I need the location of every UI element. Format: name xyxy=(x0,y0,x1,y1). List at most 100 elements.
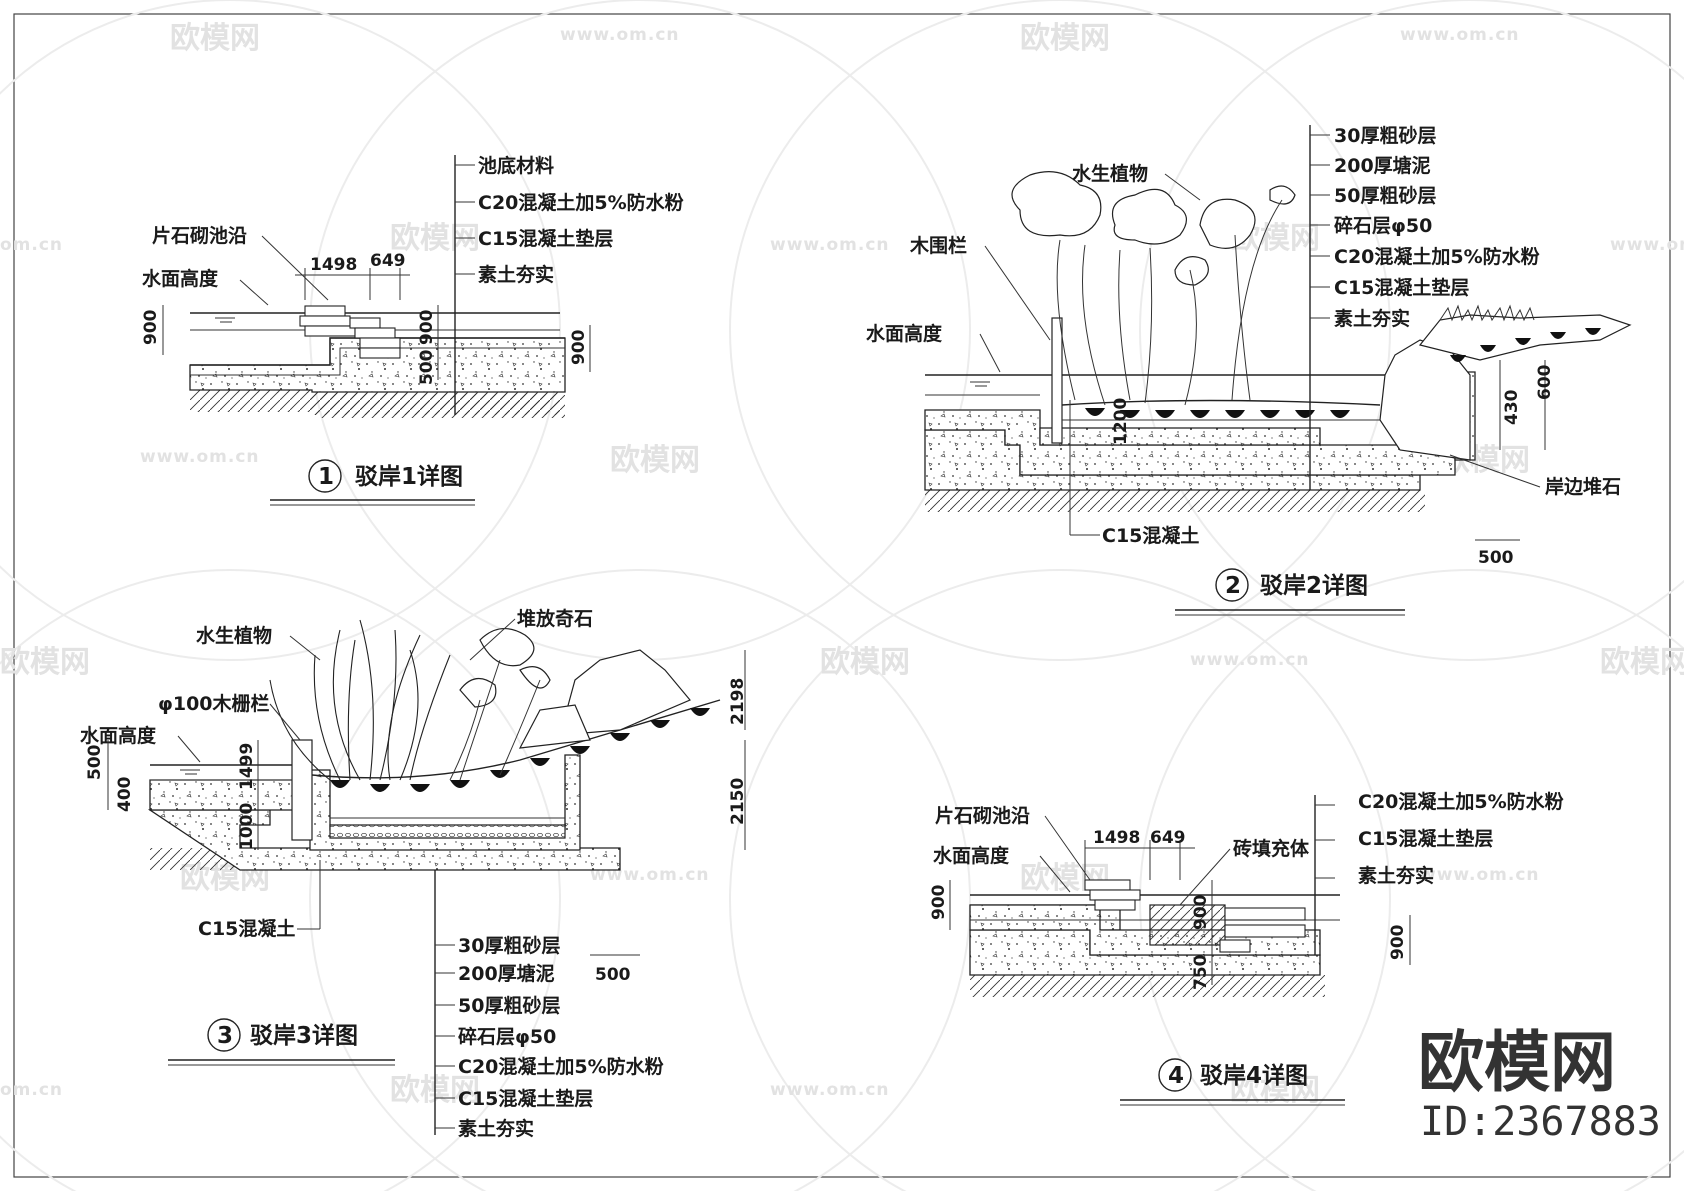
dim-1200: 1200 xyxy=(1111,398,1131,445)
label-sand-30: 30厚粗砂层 xyxy=(1334,124,1436,147)
label-wood-fence: φ100木栅栏 xyxy=(158,692,270,715)
watermark-url: om.cn xyxy=(0,1080,63,1100)
label-stone-edge: 片石砌池沿 xyxy=(935,804,1030,827)
dim-600: 600 xyxy=(1535,364,1555,400)
title-number: 4 xyxy=(1168,1063,1184,1089)
label-c20: C20混凝土加5%防水粉 xyxy=(458,1055,664,1078)
dim-400: 400 xyxy=(115,776,135,812)
brand-logo: 欧模网 ID:2367883 xyxy=(1418,1024,1661,1145)
watermark-url: www.om.cn xyxy=(1190,650,1310,670)
watermark-url: www.om.cn xyxy=(1400,25,1520,45)
label-gravel: 碎石层φ50 xyxy=(1334,214,1432,237)
dim-2198: 2198 xyxy=(728,678,748,725)
detail-title: 驳岸3详图 xyxy=(250,1022,358,1049)
label-sand-50: 50厚粗砂层 xyxy=(1334,184,1436,207)
label-c15: C15混凝土垫层 xyxy=(1334,276,1469,299)
label-c15-concrete: C15混凝土 xyxy=(1102,524,1199,547)
label-gravel: 碎石层φ50 xyxy=(458,1025,556,1048)
watermark-brand: 欧模网 xyxy=(820,645,910,680)
watermark-brand: 欧模网 xyxy=(170,21,260,56)
bank-scallops xyxy=(1450,328,1601,362)
mud-scallops xyxy=(1085,408,1350,418)
detail-title: 驳岸1详图 xyxy=(355,463,463,490)
dim-900-mid: 900 xyxy=(1191,894,1211,930)
label-c15: C15混凝土垫层 xyxy=(1358,827,1493,850)
label-c20: C20混凝土加5%防水粉 xyxy=(1334,245,1540,268)
lotus-leaves xyxy=(449,628,551,781)
watermark-url: www.om.cn xyxy=(1610,235,1684,255)
label-c15: C15混凝土垫层 xyxy=(458,1087,593,1110)
slope-scallops xyxy=(330,708,710,792)
label-c15-concrete: C15混凝土 xyxy=(198,917,295,940)
dim-750: 750 xyxy=(1191,954,1211,990)
dim-900-right: 900 xyxy=(1388,924,1408,960)
dim-500: 500 xyxy=(85,744,105,780)
watermark-brand: 欧模网 xyxy=(1600,645,1684,680)
dim-900-mid: 900 xyxy=(417,309,437,345)
label-mud-200: 200厚塘泥 xyxy=(1334,154,1431,177)
dim-900-right: 900 xyxy=(569,329,589,365)
detail-4: C20混凝土加5%防水粉 C15混凝土垫层 素土夯实 片石砌池沿 水面高度 砖填… xyxy=(929,790,1564,1106)
dim-1499: 1499 xyxy=(237,743,257,790)
label-water-level: 水面高度 xyxy=(142,267,219,290)
dim-1000: 1000 xyxy=(237,803,257,850)
dim-649: 649 xyxy=(370,251,406,271)
watermark-url: www.om.cn xyxy=(560,25,680,45)
detail-title: 驳岸4详图 xyxy=(1200,1062,1308,1089)
watermark-url: www.om.cn xyxy=(770,235,890,255)
label-mud-200: 200厚塘泥 xyxy=(458,962,555,985)
label-bank-stone: 岸边堆石 xyxy=(1545,475,1621,498)
logo-id: ID:2367883 xyxy=(1420,1099,1661,1145)
dim-1498: 1498 xyxy=(310,255,357,275)
label-c20: C20混凝土加5%防水粉 xyxy=(478,191,684,214)
title-number: 1 xyxy=(318,464,334,490)
label-aquatic-plant: 水生植物 xyxy=(1072,162,1148,185)
dim-430: 430 xyxy=(1502,389,1522,425)
aquatic-plants xyxy=(1011,171,1296,406)
label-water-level: 水面高度 xyxy=(80,724,157,747)
label-soil: 素土夯实 xyxy=(478,263,554,286)
stone-edge xyxy=(1084,879,1306,953)
logo-brand: 欧模网 xyxy=(1418,1024,1616,1101)
label-water-level: 水面高度 xyxy=(866,322,943,345)
label-c15: C15混凝土垫层 xyxy=(478,227,613,250)
label-brick-fill: 砖填充体 xyxy=(1233,837,1310,860)
title-number: 3 xyxy=(217,1023,233,1049)
label-sand-50: 50厚粗砂层 xyxy=(458,994,560,1017)
watermark-brand: 欧模网 xyxy=(0,645,90,680)
watermark-url: www.om.cn xyxy=(770,1080,890,1100)
watermark-url: om.cn xyxy=(0,235,63,255)
reeds xyxy=(269,619,451,781)
label-wood-fence: 木围栏 xyxy=(909,234,967,257)
dim-649: 649 xyxy=(1150,828,1186,848)
watermark-url: www.om.cn xyxy=(1420,865,1540,885)
label-sand-30: 30厚粗砂层 xyxy=(458,934,560,957)
detail-3: 30厚粗砂层 200厚塘泥 50厚粗砂层 碎石层φ50 C20混凝土加5%防水粉… xyxy=(80,607,748,1140)
watermark-brand: 欧模网 xyxy=(1230,1073,1320,1108)
detail-1: 池底材料 C20混凝土加5%防水粉 C15混凝土垫层 素土夯实 片石砌池沿 水面… xyxy=(141,154,684,506)
label-stacked-stone: 堆放奇石 xyxy=(517,607,593,630)
dim-900-left: 900 xyxy=(929,884,949,920)
dim-500: 500 xyxy=(1478,548,1514,568)
dim-900-left: 900 xyxy=(141,309,161,345)
watermark-brand: 欧模网 xyxy=(610,443,700,478)
dim-1498: 1498 xyxy=(1093,828,1140,848)
label-aquatic-plant: 水生植物 xyxy=(196,624,272,647)
watermark-url: www.om.cn xyxy=(140,447,260,467)
label-water-level: 水面高度 xyxy=(933,844,1010,867)
label-stone-edge: 片石砌池沿 xyxy=(152,224,247,247)
label-pond-bottom: 池底材料 xyxy=(478,154,554,177)
sheet-border xyxy=(13,13,1671,1178)
title-number: 2 xyxy=(1225,573,1241,599)
label-soil: 素土夯实 xyxy=(1334,307,1410,330)
stone-edge xyxy=(299,305,401,359)
dim-500-bottom: 500 xyxy=(595,965,631,985)
detail-2: 30厚粗砂层 200厚塘泥 50厚粗砂层 碎石层φ50 C20混凝土加5%防水粉… xyxy=(866,124,1632,616)
label-soil: 素土夯实 xyxy=(458,1117,534,1140)
watermark-brand: 欧模网 xyxy=(1020,21,1110,56)
label-c20: C20混凝土加5%防水粉 xyxy=(1358,790,1564,813)
detail-title: 驳岸2详图 xyxy=(1260,572,1368,599)
dim-2150: 2150 xyxy=(728,778,748,825)
